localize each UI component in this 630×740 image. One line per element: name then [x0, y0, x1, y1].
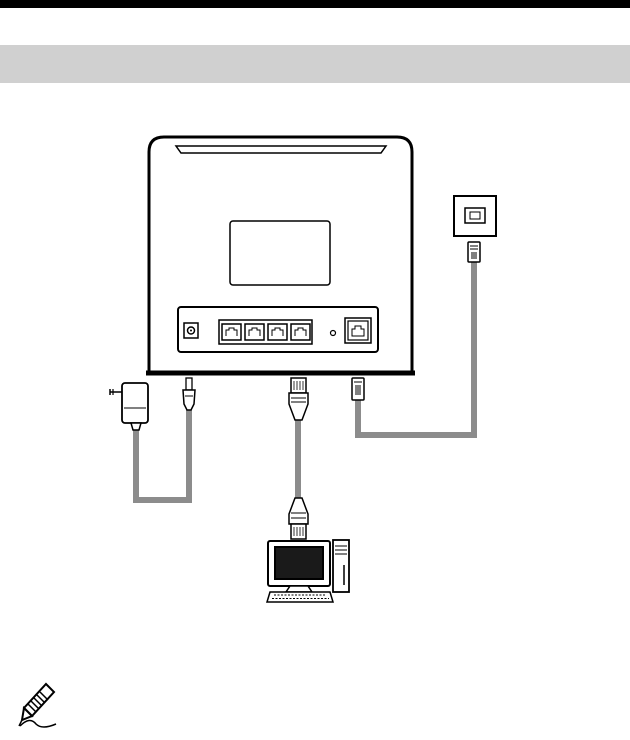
- phone-plug-wall: [468, 242, 480, 262]
- tower: [333, 540, 349, 592]
- lan-port-4: [291, 324, 310, 340]
- lan-port-1: [222, 324, 241, 340]
- lan-port-3: [268, 324, 287, 340]
- computer: [267, 540, 349, 602]
- phone-plug-router: [352, 378, 364, 400]
- telephone-wall-jack: [454, 196, 496, 236]
- pencil-note-icon: [16, 680, 60, 730]
- lan-port-2: [245, 324, 264, 340]
- ethernet-plug-computer: [289, 498, 308, 539]
- keyboard: [267, 592, 333, 602]
- router: [146, 137, 415, 373]
- ethernet-plug-router: [289, 378, 308, 420]
- dc-barrel-plug: [183, 378, 195, 410]
- power-adapter: [110, 383, 148, 430]
